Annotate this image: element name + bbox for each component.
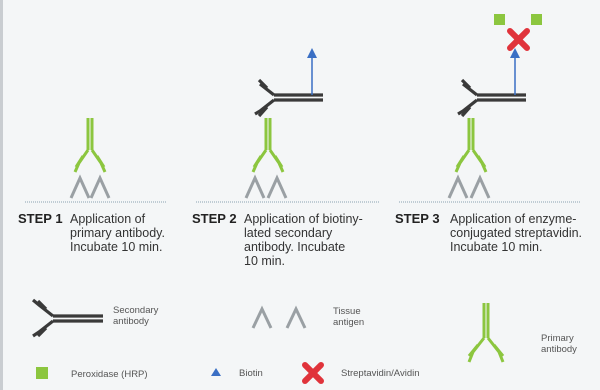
biotin-legend-label: Biotin	[239, 368, 263, 379]
diagram-canvas	[25, 14, 581, 384]
step-2-line-2: lated secondary	[244, 226, 333, 240]
primary-antibody-step2	[251, 118, 285, 173]
step-2-description: Application of biotiny- lated secondary …	[244, 212, 363, 268]
tissue-antigen-legend-label: Tissue antigen	[333, 306, 365, 328]
step-1-caption: STEP 1 Application of primary antibody. …	[18, 211, 188, 255]
step-2-line-3: antibody. Incubate	[244, 240, 346, 254]
primary-antibody-step3	[454, 118, 488, 173]
peroxidase-square-right	[531, 14, 542, 25]
step-3-line-1: Application of enzyme-	[450, 212, 577, 226]
primary-antibody-legend-icon	[467, 303, 505, 363]
step-3-line-3: Incubate 10 min.	[450, 240, 543, 254]
biotin-step2	[307, 48, 317, 95]
secondary-antibody-step3	[457, 78, 526, 118]
step-3-line-2: conjugated streptavidin.	[450, 226, 583, 240]
step-2-line-4: 10 min.	[244, 254, 285, 268]
primary-antibody-legend-label: Primary antibody	[541, 333, 577, 355]
step-1-line-1: Application of	[70, 212, 146, 226]
tissue-antigen-legend-icon	[251, 305, 307, 329]
peroxidase-square-left	[494, 14, 505, 25]
tissue-antigen-step1	[69, 174, 111, 199]
secondary-antibody-legend-label: Secondary antibody	[113, 305, 159, 327]
step-3-caption: STEP 3 Application of enzyme- conjugated…	[395, 211, 595, 255]
streptavidin-legend-icon	[302, 362, 324, 384]
biotin-step3	[510, 48, 520, 95]
secondary-antibody-legend-icon	[31, 298, 103, 338]
step-3-label: STEP 3	[395, 211, 440, 226]
step-2-caption: STEP 2 Application of biotiny- lated sec…	[192, 211, 392, 269]
biotin-legend-icon	[211, 368, 221, 376]
step-2-line-1: Application of biotiny-	[244, 212, 363, 226]
step-3-description: Application of enzyme- conjugated strept…	[450, 212, 582, 254]
step-2-label: STEP 2	[192, 211, 237, 226]
tissue-antigen-step2	[244, 174, 288, 199]
peroxidase-legend-icon	[36, 367, 48, 379]
step-1-line-2: primary antibody.	[70, 226, 165, 240]
tissue-antigen-step3	[447, 174, 491, 199]
step-1-label: STEP 1	[18, 211, 63, 226]
primary-antibody-step1	[73, 118, 107, 173]
streptavidin-legend-label: Streptavidin/Avidin	[341, 368, 420, 379]
step-1-description: Application of primary antibody. Incubat…	[70, 212, 165, 254]
secondary-antibody-step2	[254, 78, 323, 118]
step-1-line-3: Incubate 10 min.	[70, 240, 163, 254]
peroxidase-legend-label: Peroxidase (HRP)	[71, 369, 148, 380]
streptavidin-cross-step3	[507, 28, 530, 51]
